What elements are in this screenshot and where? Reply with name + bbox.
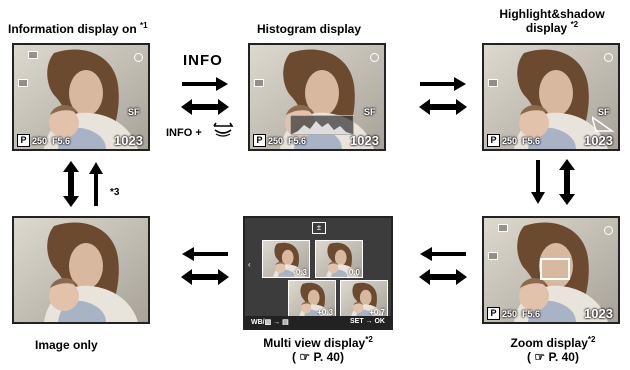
arrow-down-icon: [531, 160, 545, 204]
card-icon: [28, 51, 38, 59]
info-button-label: INFO: [183, 52, 223, 69]
color-mode-icon: [488, 79, 498, 87]
aperture-value: F5.6: [52, 136, 71, 146]
protect-circle-icon: [370, 53, 379, 62]
multi-view-thumb: -0.3: [262, 240, 310, 278]
multi-view-footer: WB/▧ → ▤ SET → OK: [245, 316, 391, 328]
screen-highlight-shadow-display: SF P 250 F5.6 1023: [482, 43, 620, 151]
screen-image-only: [12, 216, 150, 324]
aperture-value: F5.6: [522, 309, 541, 319]
shooting-mode: P: [17, 134, 30, 147]
zoom-frame: [540, 258, 570, 280]
frame-count: 1023: [584, 306, 613, 321]
arrow-left-right-icon: [419, 269, 467, 285]
arrow-right-icon: [182, 77, 228, 91]
arrow-left-right-icon: [181, 99, 229, 115]
aperture-value: F5.6: [288, 136, 307, 146]
card-icon: [498, 224, 508, 232]
screen-zoom-display: P 250 F5.6 1023: [482, 216, 620, 324]
color-mode-icon: [18, 79, 28, 87]
dial-icon: [213, 122, 234, 137]
quality-indicator: SF: [128, 107, 140, 117]
label-histogram-display: Histogram display: [257, 22, 362, 36]
label-multi-view: Multi view display*2 ( ☞ P. 40): [248, 336, 388, 365]
multi-view-thumb: 0.0: [315, 240, 363, 278]
arrow-up-down-icon: [559, 159, 575, 205]
arrow-left-right-icon: [419, 99, 467, 115]
shooting-mode: P: [487, 134, 500, 147]
label-highlight-shadow: Highlight&shadow display *2: [499, 7, 605, 35]
shutter-speed: 250: [502, 136, 518, 146]
arrow-right-icon: [420, 77, 466, 91]
label-info-display-on: Information display on *1: [8, 21, 148, 37]
footer-left-hint: WB/▧ → ▤: [251, 319, 289, 326]
multi-view-page-ref: ( ☞ P. 40): [292, 350, 344, 364]
info-plus-label: INFO +: [166, 127, 202, 139]
screen-histogram-display: SF P 250 F5.6 1023: [248, 43, 386, 151]
arrow-up-down-icon: [63, 161, 79, 207]
screen-multi-view-display: ± ‹ › -0.3 0.0 +0.3 +0.7 WB/▧ → ▤ SET → …: [243, 216, 393, 330]
arrow-up-icon: [89, 162, 103, 206]
arrow-left-icon: [420, 247, 466, 261]
frame-count: 1023: [114, 133, 143, 148]
protect-circle-icon: [604, 53, 613, 62]
footnote-3: *3: [110, 187, 120, 198]
footer-right-hint: SET → OK: [349, 318, 385, 325]
color-mode-icon: [488, 252, 498, 260]
highlight-area-marker: [592, 116, 615, 132]
frame-count: 1023: [584, 133, 613, 148]
shutter-speed: 250: [268, 136, 284, 146]
multi-view-thumb: +0.7: [340, 280, 388, 318]
arrow-left-icon: [182, 247, 228, 261]
label-image-only: Image only: [35, 338, 98, 352]
shooting-mode: P: [487, 307, 500, 320]
exposure-comp-icon: ±: [312, 222, 326, 234]
aperture-value: F5.6: [522, 136, 541, 146]
label-zoom-display: Zoom display*2 ( ☞ P. 40): [488, 336, 618, 365]
frame-count: 1023: [350, 133, 379, 148]
shutter-speed: 250: [502, 309, 518, 319]
protect-circle-icon: [134, 53, 143, 62]
scroll-left-icon: ‹: [248, 260, 251, 269]
screen-info-display: SF P 250 F5.6 1023: [12, 43, 150, 151]
shutter-speed: 250: [32, 136, 48, 146]
quality-indicator: SF: [364, 107, 376, 117]
histogram-graph: [290, 115, 354, 135]
multi-view-thumb: +0.3: [288, 280, 336, 318]
protect-circle-icon: [604, 226, 613, 235]
color-mode-icon: [254, 79, 264, 87]
photo-mother-baby: [14, 218, 148, 322]
shooting-mode: P: [253, 134, 266, 147]
quality-indicator: SF: [598, 107, 610, 117]
zoom-page-ref: ( ☞ P. 40): [527, 350, 579, 364]
arrow-left-right-icon: [181, 269, 229, 285]
